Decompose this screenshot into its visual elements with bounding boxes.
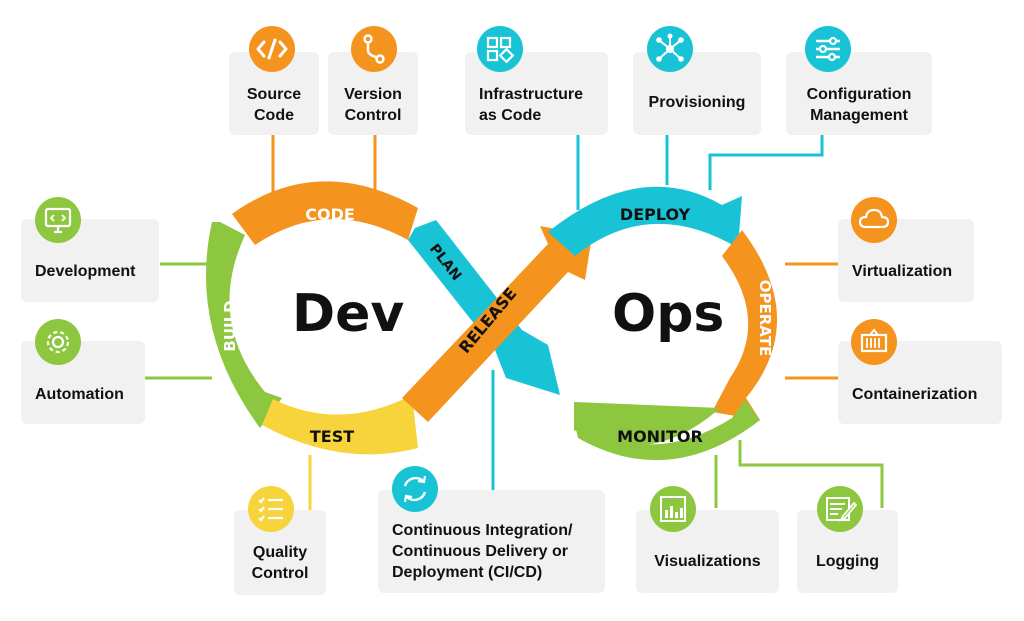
- test-segment: [262, 395, 418, 455]
- gear-icon: [35, 319, 81, 365]
- release-segment: [402, 226, 592, 422]
- container-icon: [851, 319, 897, 365]
- monitor-segment: [574, 400, 760, 461]
- connector-logging: [738, 440, 884, 508]
- code-segment: [232, 181, 418, 245]
- branch-icon: [351, 26, 397, 72]
- deploy-label: DEPLOY: [620, 205, 691, 224]
- quality-control-label: Quality Control: [251, 544, 309, 582]
- plan-segment: [408, 220, 560, 395]
- card-configuration: Configuration Management: [786, 52, 932, 135]
- monitor-label: MONITOR: [617, 427, 703, 446]
- card-logging: Logging: [797, 510, 898, 593]
- provisioning-label: Provisioning: [648, 94, 746, 111]
- configuration-label: Configuration Management: [806, 86, 912, 124]
- virtualization-label: Virtualization: [852, 263, 953, 280]
- version-control-label: Version Control: [344, 86, 402, 124]
- checklist-icon: [248, 486, 294, 532]
- test-label: TEST: [310, 427, 354, 446]
- deploy-segment: [548, 186, 742, 256]
- refresh-icon: [392, 466, 438, 512]
- cicd-label: Continuous Integration/ Continuous Deliv…: [392, 522, 573, 581]
- ops-word: Ops: [612, 284, 725, 344]
- development-label: Development: [35, 263, 136, 280]
- bar-chart-icon: [650, 486, 696, 532]
- cloud-icon: [851, 197, 897, 243]
- logging-label: Logging: [815, 553, 880, 570]
- connector-configuration: [708, 135, 824, 190]
- blocks-icon: [477, 26, 523, 72]
- operate-segment: [712, 230, 778, 420]
- build-segment: [206, 222, 282, 428]
- sliders-icon: [805, 26, 851, 72]
- visualizations-label: Visualizations: [654, 553, 761, 570]
- operate-label: OPERATE: [756, 280, 774, 356]
- automation-label: Automation: [35, 386, 124, 403]
- containerization-label: Containerization: [852, 386, 978, 403]
- dev-word: Dev: [292, 284, 405, 344]
- source-code-label: Source Code: [246, 86, 302, 124]
- monitor-segment-body: [574, 402, 720, 446]
- build-label: BUILD: [221, 300, 239, 351]
- code-label: CODE: [305, 205, 355, 224]
- log-icon: [817, 486, 863, 532]
- code-brackets-icon: [249, 26, 295, 72]
- infrastructure-label: Infrastructure as Code: [479, 86, 584, 124]
- network-icon: [647, 26, 693, 72]
- monitor-code-icon: [35, 197, 81, 243]
